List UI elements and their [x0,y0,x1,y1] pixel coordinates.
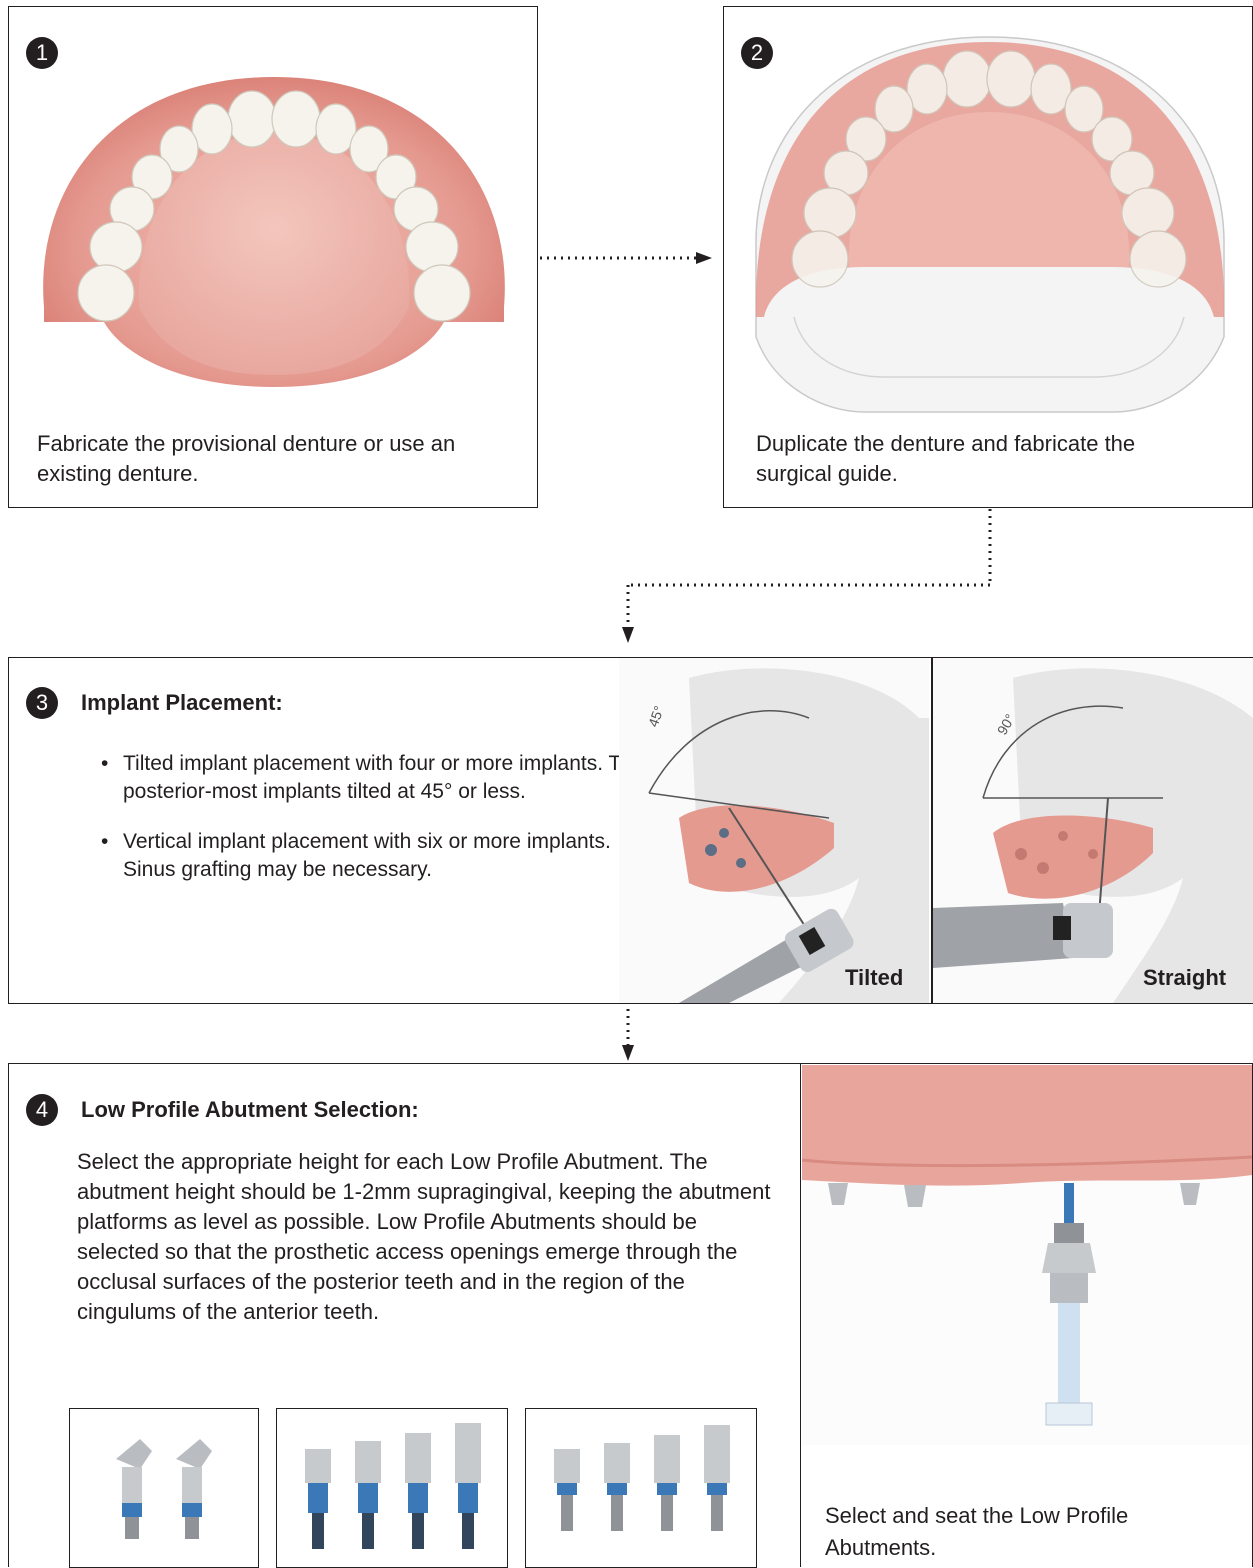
arrow-step2-to-step3 [615,505,1005,655]
abutment-seating-illustration [802,1065,1252,1445]
straight-abutment-icon [277,1409,507,1567]
step-4-heading: Low Profile Abutment Selection: [81,1096,419,1124]
step-3-heading: Implant Placement: [81,689,283,717]
tilted-label: Tilted [845,965,903,991]
step-1-caption: Fabricate the provisional denture or use… [37,429,497,489]
step-4-side-caption: Select and seat the Low Profile Abutment… [825,1500,1225,1564]
angled-abutment-icon [70,1409,258,1567]
straight-label: Straight [1143,965,1226,991]
step-3-bullet-list: Tilted implant placement with four or mo… [99,750,659,906]
angled-abutments-thumbnail [69,1408,259,1568]
arrow-step1-to-step2 [538,248,728,268]
step-1-panel: 1 Fabricate the provisional denture or u… [8,6,538,508]
denture-illustration [24,57,524,397]
step-4-number: 4 [26,1094,58,1126]
step-4-panel: 4 Low Profile Abutment Selection: Select… [8,1063,801,1567]
straight-abutment-icon [526,1409,756,1567]
step-2-caption: Duplicate the denture and fabricate the … [756,429,1216,489]
step-4-side-panel: Select and seat the Low Profile Abutment… [800,1063,1253,1567]
straight-abutments-thumbnail-1 [276,1408,508,1568]
step-4-paragraph: Select the appropriate height for each L… [77,1147,777,1327]
arrow-step3-to-step4 [620,1003,640,1063]
step-3-panel: 3 Implant Placement: Tilted implant plac… [8,657,1253,1004]
step-2-panel: 2 Duplicate the denture and fabricate th… [723,6,1253,508]
straight-placement-illustration: 90° [933,658,1253,1003]
surgical-guide-illustration [734,17,1244,427]
step-3-bullet: Vertical implant placement with six or m… [99,828,659,884]
step-3-number: 3 [26,687,58,719]
step-3-bullet: Tilted implant placement with four or mo… [99,750,659,806]
straight-abutments-thumbnail-2 [525,1408,757,1568]
tilted-placement-illustration: 45° [619,658,929,1003]
